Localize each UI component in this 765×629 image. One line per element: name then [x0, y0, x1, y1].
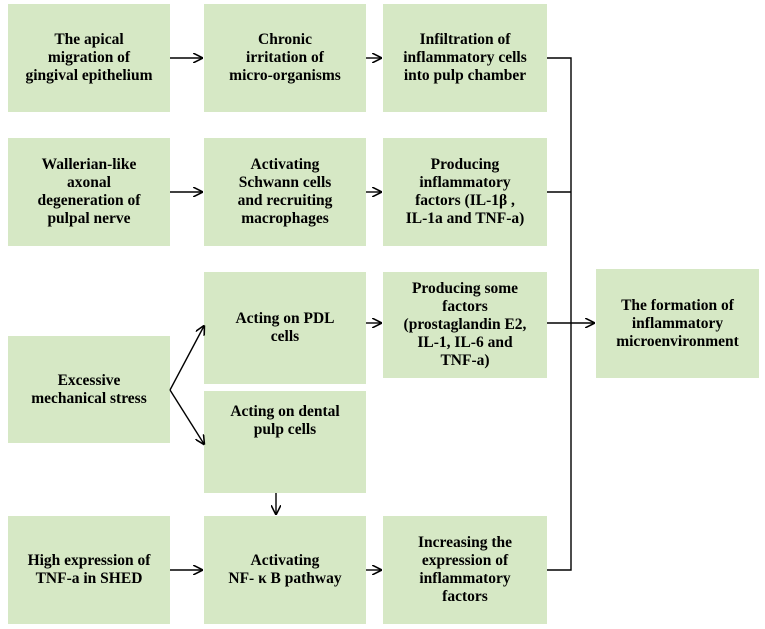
wallerian-box: Wallerian-like axonal degeneration of pu…: [8, 138, 170, 246]
acting-on-dental-pulp-box: Acting on dental pulp cells: [204, 391, 366, 493]
collector-line: [547, 57, 572, 571]
schwann-box: Activating Schwann cells and recruiting …: [204, 138, 366, 246]
infiltration-box: Infiltration of inflammatory cells into …: [383, 4, 547, 112]
producing-inflammatory-factors-box: Producing inflammatory factors (IL-1β , …: [383, 138, 547, 246]
increasing-expression-box: Increasing the expression of inflammator…: [383, 516, 547, 624]
tnf-shed-box: High expression of TNF-a in SHED: [8, 516, 170, 624]
arrow-stress-to-pdl: [169, 326, 204, 391]
excessive-stress-box: Excessive mechanical stress: [8, 336, 170, 443]
acting-on-pdl-cells-box: Acting on PDL cells: [204, 272, 366, 384]
formation-box: The formation of inflammatory microenvir…: [596, 269, 759, 378]
apical-migration-box: The apical migration of gingival epithel…: [8, 4, 170, 112]
chronic-irritation-box: Chronic irritation of micro-organisms: [204, 4, 366, 112]
nfkb-box: Activating NF- κ B pathway: [204, 516, 366, 624]
arrow-stress-to-pulp: [169, 389, 204, 444]
producing-some-factors-box: Producing some factors (prostaglandin E2…: [383, 272, 547, 378]
